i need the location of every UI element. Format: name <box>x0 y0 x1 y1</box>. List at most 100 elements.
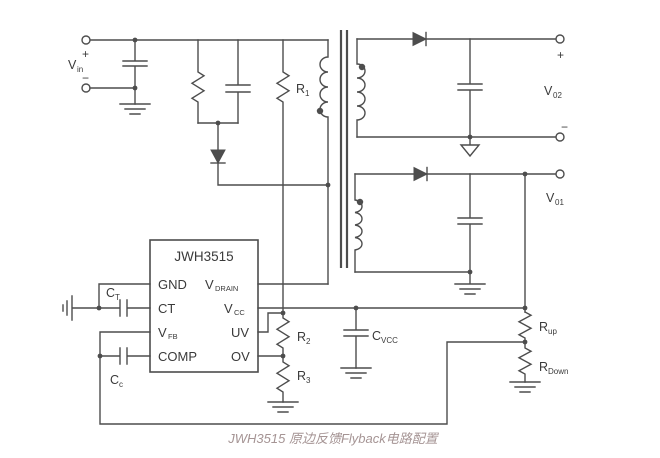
rdown-resistor <box>517 341 533 383</box>
vcc-rail-section: C VCC <box>257 305 526 379</box>
v02-label-sub: 02 <box>553 91 562 100</box>
feedback-divider-section: R up R Down <box>509 173 568 393</box>
v01-terminal <box>555 169 565 179</box>
v02-minus-sign: − <box>561 120 568 134</box>
rup-label-sub: up <box>548 327 557 336</box>
rup-label: R <box>539 320 548 334</box>
r1-label-sub: 1 <box>305 89 310 98</box>
ic-body <box>149 239 259 373</box>
v02-ground-triangle <box>459 136 481 158</box>
clamp-diode-cathode-wire <box>217 162 329 186</box>
ic-pin-comp: COMP <box>158 349 197 364</box>
ic-pin-ct: CT <box>158 301 175 316</box>
cvcc-ground-icon <box>340 367 372 379</box>
cc-cap-label-sub: c <box>119 380 123 389</box>
v01-ground-bars <box>454 271 486 295</box>
ct-cap-label: C <box>106 286 115 300</box>
ic-pin-vdrain: V <box>205 277 214 292</box>
r2-resistor <box>275 312 291 357</box>
junction-dot <box>522 305 528 311</box>
cvcc-cap-label-sub: VCC <box>381 336 398 345</box>
vin-label: V <box>68 58 77 72</box>
timing-cap-section: C T <box>62 283 151 321</box>
r3-ground-bars <box>267 401 299 413</box>
clamp-diode-triangle <box>210 149 226 165</box>
input-capacitor <box>122 39 148 105</box>
r2-label: R <box>297 330 306 344</box>
input-capacitor-body <box>122 39 148 105</box>
secondary-winding-2 <box>356 38 366 138</box>
r1-resistor <box>275 39 291 314</box>
v02-minus-terminal <box>555 132 565 142</box>
r3-label-sub: 3 <box>306 376 311 385</box>
primary-winding <box>316 39 329 285</box>
rdown-label: R <box>539 360 548 374</box>
secondary-winding-1 <box>354 173 364 273</box>
ct-ground-icon <box>62 295 100 321</box>
vin-minus-terminal <box>81 83 91 93</box>
cvcc-cap-label: C <box>372 329 381 343</box>
secondary1-polarity-dot <box>356 198 364 206</box>
transformer-core <box>339 30 349 268</box>
vin-plus-terminal <box>81 35 91 45</box>
ct-cap-label-sub: T <box>115 293 120 302</box>
ct-ground-bars <box>62 295 100 321</box>
ic-title: JWH3515 <box>174 249 233 264</box>
r3-label: R <box>297 369 306 383</box>
input-section: + V in − <box>68 35 329 115</box>
primary-polarity-dot <box>316 107 324 115</box>
secondary2-coil <box>356 38 366 138</box>
gnd-pin-wire <box>98 283 151 309</box>
vin-plus-sign: + <box>82 47 89 61</box>
v02-plus-terminal <box>555 34 565 44</box>
snubber-clamp-section <box>190 39 331 188</box>
vin-label-sub: in <box>77 65 83 74</box>
rdown-label-sub: Down <box>548 367 568 376</box>
cvcc-ground-bars <box>340 367 372 379</box>
r3-ground-icon <box>267 401 299 413</box>
junction-dot <box>132 37 138 43</box>
junction-dot <box>132 85 138 91</box>
ic-pin-uv: UV <box>231 325 249 340</box>
rdown-ground-icon <box>509 381 541 393</box>
input-ground-bars <box>119 103 151 115</box>
v01-label-sub: 01 <box>555 198 564 207</box>
uv-pin-wire <box>257 312 284 333</box>
cvcc-capacitor <box>343 307 369 369</box>
snubber-capacitor <box>225 39 251 124</box>
r1-label: R <box>296 82 305 96</box>
rdown-ground-bars <box>509 381 541 393</box>
compensation-cap-section: C c <box>97 331 526 425</box>
vfb-pin-wire <box>99 331 151 357</box>
secondary1-coil <box>354 173 363 273</box>
ic-jwh3515: JWH3515 GND CT V FB COMP V DRAIN V CC UV… <box>149 239 259 373</box>
output-v01-section: V 01 <box>354 166 565 295</box>
output-v02-section: + − V 02 <box>356 31 568 158</box>
feedback-wire <box>99 341 526 425</box>
ic-pin-vdrain-sub: DRAIN <box>215 284 238 293</box>
cc-cap-label: C <box>110 373 119 387</box>
v01-output-capacitor <box>457 173 483 273</box>
ic-pin-vcc-sub: CC <box>234 308 245 317</box>
uv-ov-divider-section: R 2 R 3 <box>257 310 311 413</box>
input-ground-icon <box>119 103 151 115</box>
vin-minus-sign: − <box>82 71 89 85</box>
v02-diode-triangle <box>412 31 428 47</box>
primary-winding-coil <box>319 39 329 285</box>
ic-pin-vcc: V <box>224 301 233 316</box>
transformer <box>316 30 366 285</box>
v01-label: V <box>546 191 555 205</box>
ct-capacitor <box>98 299 151 317</box>
r2-label-sub: 2 <box>306 337 311 346</box>
v01-ground-icon <box>454 271 486 295</box>
ic-pin-gnd: GND <box>158 277 187 292</box>
ic-pin-ov: OV <box>231 349 250 364</box>
v02-plus-sign: + <box>557 48 564 62</box>
v01-diode-triangle <box>413 166 429 182</box>
v01-rectifier-diode <box>413 166 429 182</box>
snubber-resistor <box>190 39 206 124</box>
v02-rectifier-diode <box>412 31 428 47</box>
v02-label: V <box>544 84 553 98</box>
